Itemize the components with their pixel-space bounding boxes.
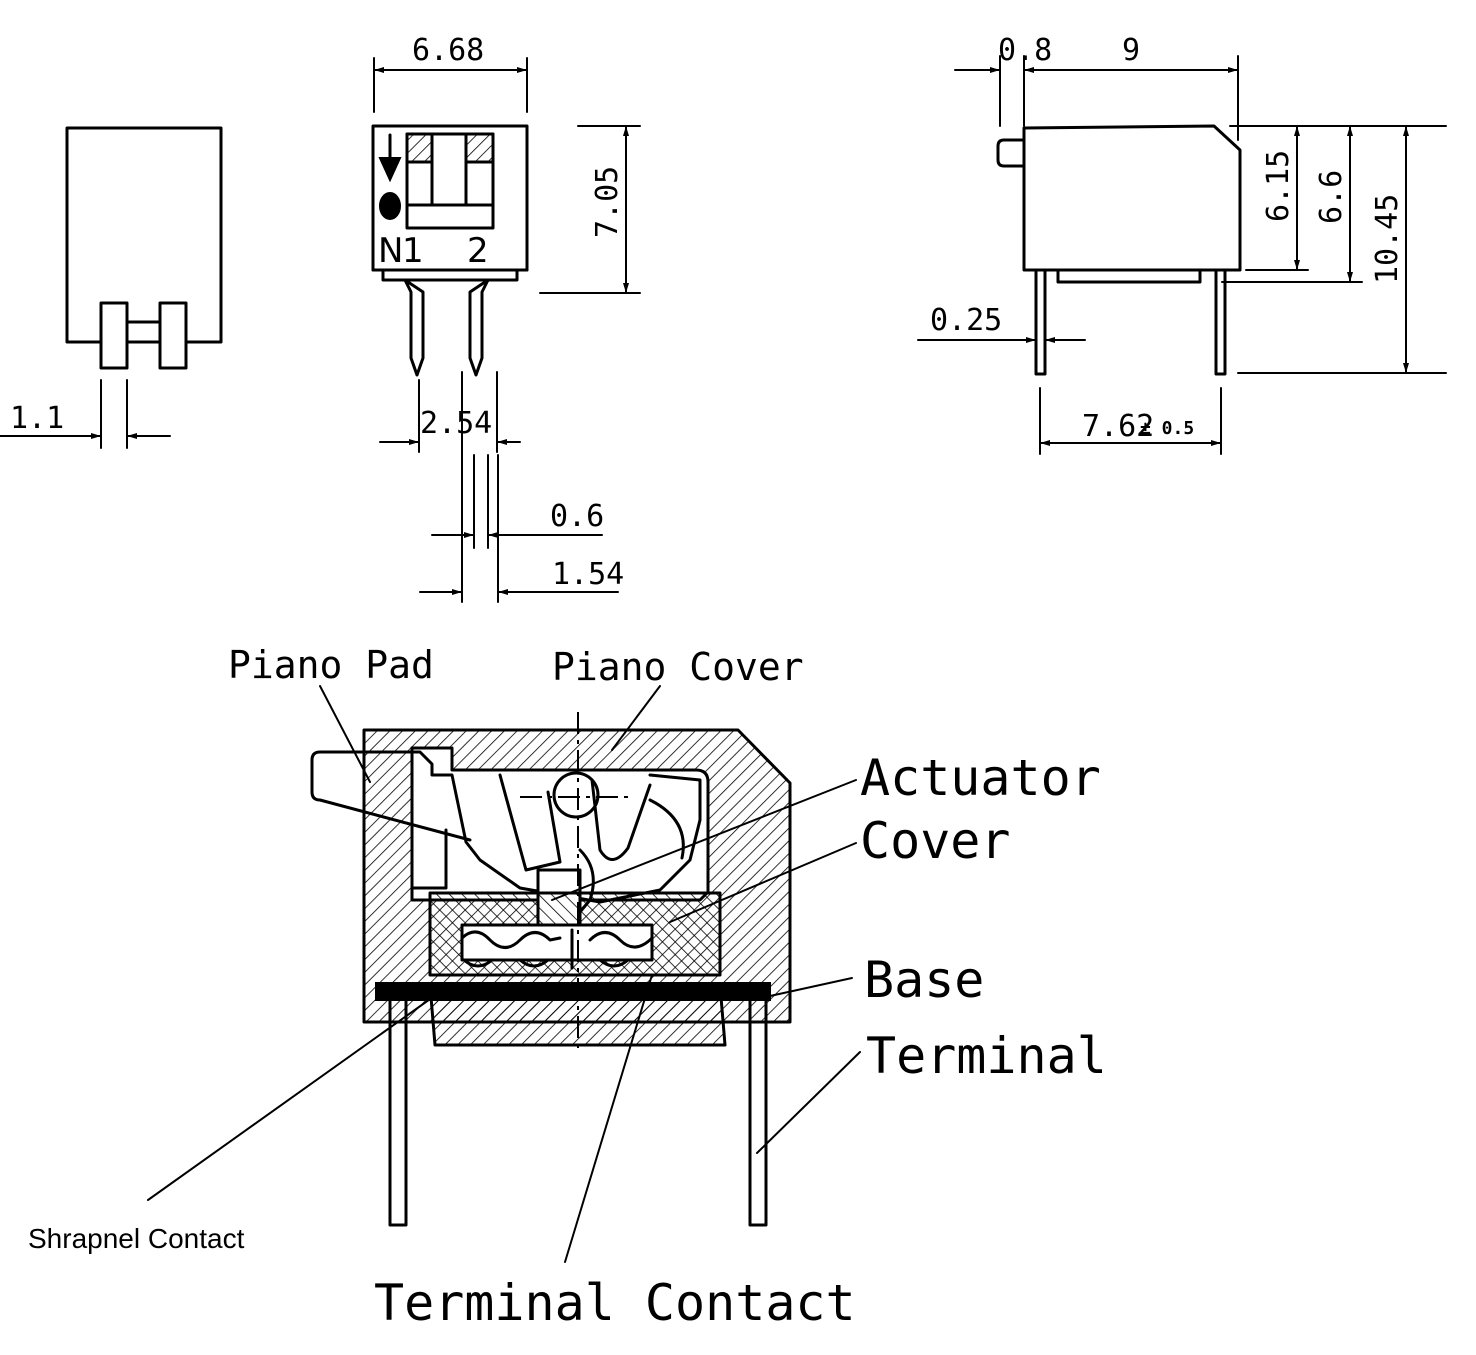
label-piano-cover: Piano Cover [552, 645, 804, 689]
dim-7-05: 7.05 [590, 166, 625, 238]
terminal-left [388, 993, 408, 1227]
dim-0-8: 0.8 [998, 33, 1052, 68]
label-terminal-contact: Terminal Contact [374, 1274, 856, 1332]
dim-6-6: 6.6 [1314, 170, 1349, 224]
front-pin-2 [468, 278, 490, 377]
left-view-pin-a [99, 301, 129, 370]
dim-tolerance: ± 0.5 [1140, 418, 1194, 439]
actuator-pivot [552, 771, 600, 819]
pos1-mark: 1 [402, 231, 424, 271]
slider-2 [464, 132, 495, 164]
side-view-body [1022, 124, 1242, 272]
label-base: Base [864, 951, 984, 1009]
label-piano-pad: Piano Pad [228, 643, 434, 687]
part-labels: Piano Pad Piano Cover Actuator Cover Bas… [28, 643, 1107, 1332]
dim-6-15: 6.15 [1261, 150, 1296, 222]
front-pin-1 [403, 278, 425, 377]
dim-2-54: 2.54 [420, 406, 492, 441]
side-actuator [996, 138, 1026, 168]
cross-section [310, 712, 792, 1227]
pos2-mark: 2 [467, 231, 489, 271]
on-dot-icon [379, 192, 401, 220]
left-view-pin-b [158, 301, 188, 370]
dim-1-54: 1.54 [552, 557, 624, 592]
dim-10-45: 10.45 [1370, 194, 1405, 284]
label-terminal: Terminal [866, 1027, 1107, 1085]
switch-window [405, 132, 495, 230]
left-view: 1.1 [0, 126, 223, 449]
dim-7-62: 7.62 [1082, 409, 1154, 444]
dim-1-1: 1.1 [10, 401, 64, 436]
piano-pad [310, 758, 472, 842]
label-cover: Cover [860, 812, 1011, 870]
terminal-right [748, 993, 768, 1227]
dim-0-6: 0.6 [550, 499, 604, 534]
side-view: 0.8 9 6.15 6.6 10.45 0.25 7.62 ± 0.5 [917, 33, 1447, 455]
label-actuator: Actuator [860, 749, 1101, 807]
label-shrapnel-contact: Shrapnel Contact [28, 1223, 245, 1254]
dim-6-68: 6.68 [412, 33, 484, 68]
left-view-body [65, 126, 223, 344]
side-pin-2 [1214, 268, 1227, 376]
side-pin-1 [1034, 268, 1047, 376]
on-mark: N [378, 231, 403, 271]
leader-lines [147, 685, 861, 1263]
slider-1 [405, 132, 434, 164]
dim-0-25: 0.25 [930, 303, 1002, 338]
front-view: N 1 2 6.68 7.05 2.54 0.6 1.54 [371, 33, 641, 603]
base-block [428, 983, 727, 1047]
dim-9: 9 [1122, 33, 1140, 68]
